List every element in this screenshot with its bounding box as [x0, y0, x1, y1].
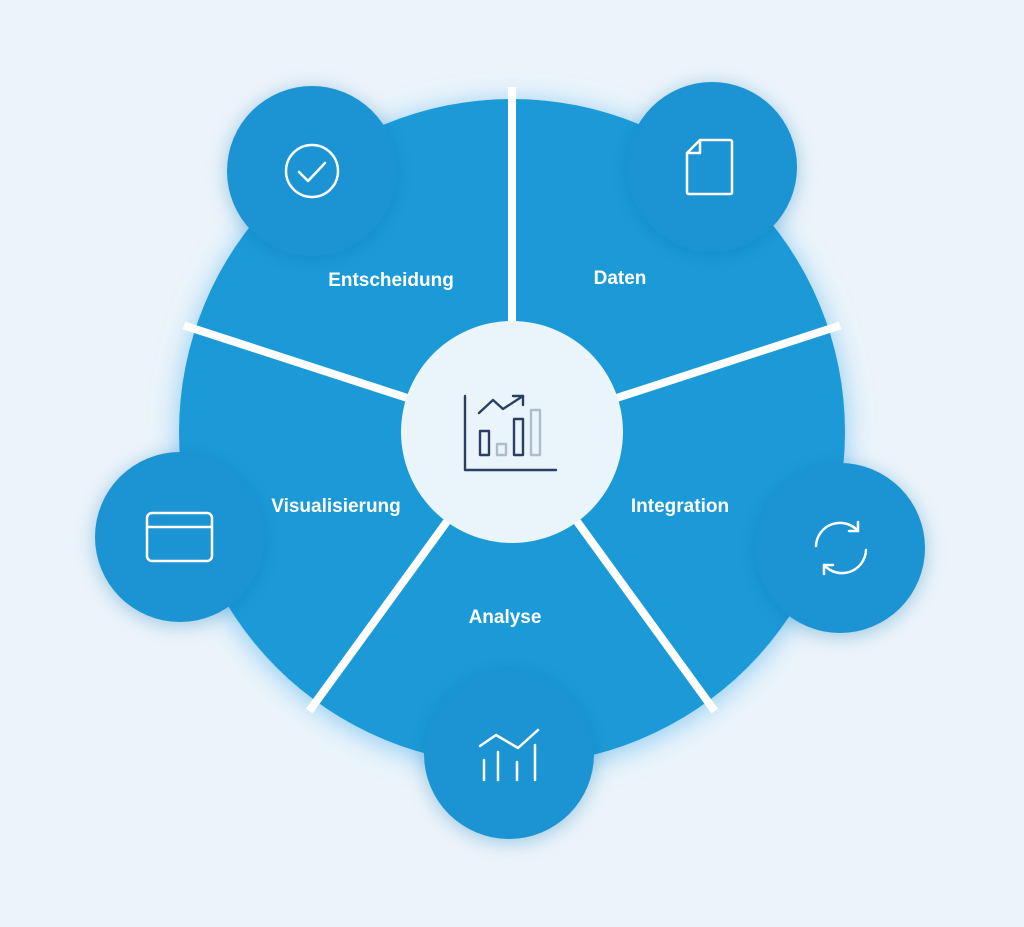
divider-left — [182, 321, 419, 405]
center-hub — [401, 321, 623, 543]
check-circle-icon — [284, 143, 340, 199]
sync-icon — [814, 520, 868, 576]
segment-label-visualisierung: Visualisierung — [271, 496, 401, 517]
satellite-daten[interactable] — [627, 82, 797, 252]
divider-right — [605, 321, 842, 405]
divider-bottom-right — [567, 510, 719, 714]
satellite-visualisierung[interactable] — [95, 452, 265, 622]
line-chart-icon — [478, 728, 540, 782]
satellite-analyse[interactable] — [424, 669, 594, 839]
segment-label-analyse: Analyse — [469, 607, 542, 628]
segment-label-integration: Integration — [631, 496, 729, 517]
segment-dividers — [182, 87, 842, 714]
segment-label-entscheidung: Entscheidung — [328, 270, 454, 291]
bar-chart-trend-icon — [463, 394, 558, 472]
divider-bottom-left — [305, 510, 457, 714]
card-icon — [145, 511, 214, 563]
satellite-entscheidung[interactable] — [227, 86, 397, 256]
satellite-integration[interactable] — [755, 463, 925, 633]
document-icon — [685, 138, 734, 196]
segment-label-daten: Daten — [594, 268, 647, 289]
